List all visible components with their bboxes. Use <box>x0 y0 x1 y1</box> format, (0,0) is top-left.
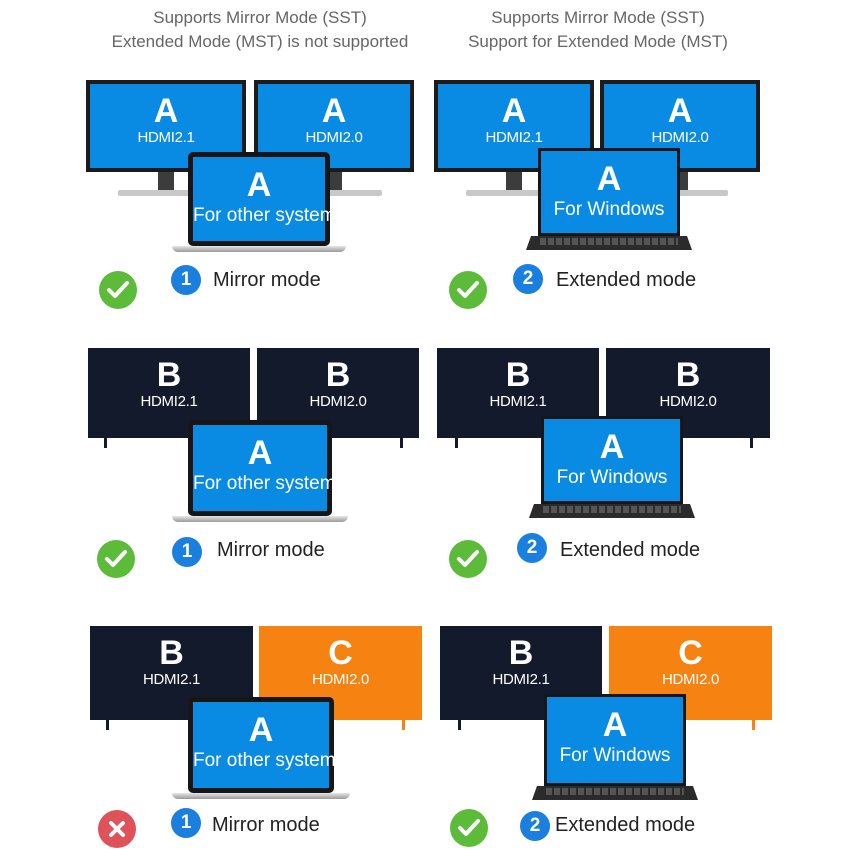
mode-number-badge: 1 <box>171 808 201 838</box>
port-label: HDMI2.0 <box>311 671 370 688</box>
tv-hdmi21: B HDMI2.1 <box>88 348 250 438</box>
port-label: HDMI2.1 <box>142 671 201 688</box>
tv-leg <box>104 438 107 448</box>
display-letter: A <box>248 711 274 749</box>
monitor-hdmi21: A HDMI2.1 <box>86 80 246 172</box>
laptop-screen: A For other systems <box>188 697 346 793</box>
laptop-screen: A For Windows <box>538 148 680 236</box>
monitor-foot <box>632 190 728 196</box>
header-right: Supports Mirror Mode (SST) Support for E… <box>430 6 766 54</box>
display-letter: A <box>667 92 693 130</box>
port-label: HDMI2.1 <box>492 671 550 688</box>
mode-label: Mirror mode <box>212 814 320 836</box>
mode-label: Extended mode <box>560 539 701 561</box>
tv-leg <box>402 720 405 730</box>
keyboard <box>540 238 678 245</box>
display-letter: B <box>675 356 701 394</box>
laptop-screen: A For other systems <box>188 420 346 516</box>
keyboard <box>543 506 681 513</box>
os-label: For other systems <box>193 473 346 494</box>
tv-leg <box>455 438 458 448</box>
os-label: For other systems <box>193 205 346 226</box>
display-letter: A <box>247 434 273 472</box>
check-icon <box>449 271 487 309</box>
port-label: HDMI2.0 <box>651 129 709 146</box>
display-letter: A <box>153 92 179 130</box>
port-label: HDMI2.1 <box>489 393 547 410</box>
check-icon <box>97 540 135 578</box>
mode-number-badge: 1 <box>172 537 202 567</box>
monitor-hdmi20: A HDMI2.0 <box>600 80 760 172</box>
port-label: HDMI2.0 <box>659 393 717 410</box>
display-letter: C <box>678 634 703 672</box>
port-label: HDMI2.0 <box>661 671 720 688</box>
laptop-base <box>172 793 350 799</box>
laptop-base <box>172 246 346 252</box>
keyboard <box>546 788 684 795</box>
mode-label: Mirror mode <box>213 269 321 291</box>
monitor-foot <box>118 190 214 196</box>
display-letter: A <box>602 706 628 744</box>
os-label: For Windows <box>556 467 668 488</box>
port-label: HDMI2.0 <box>305 129 363 146</box>
display-letter: B <box>325 356 351 394</box>
display-letter: A <box>599 428 625 466</box>
port-label: HDMI2.1 <box>137 129 195 146</box>
check-icon <box>99 271 137 309</box>
display-letter: C <box>328 634 353 672</box>
tv-leg <box>458 720 461 730</box>
port-label: HDMI2.1 <box>485 129 543 146</box>
mode-label: Mirror mode <box>217 539 325 561</box>
monitor-stand <box>158 172 174 194</box>
display-letter: A <box>246 166 272 204</box>
tv-leg <box>106 720 109 730</box>
mode-label: Extended mode <box>556 269 697 291</box>
os-label: For Windows <box>559 745 671 766</box>
display-letter: B <box>508 634 534 672</box>
port-label: HDMI2.0 <box>309 393 367 410</box>
check-icon <box>449 540 487 578</box>
header-right-line1: Supports Mirror Mode (SST) <box>491 8 705 27</box>
display-letter: A <box>321 92 347 130</box>
display-letter: A <box>501 92 527 130</box>
mode-label: Extended mode <box>555 814 696 836</box>
tv-leg <box>400 438 403 448</box>
display-letter: B <box>156 356 182 394</box>
mode-number-badge: 2 <box>517 533 547 563</box>
monitor-foot <box>286 190 382 196</box>
monitor-stand <box>506 172 522 194</box>
os-label: For Windows <box>553 199 665 220</box>
laptop-screen: A For Windows <box>544 694 686 786</box>
header-left-line2: Extended Mode (MST) is not supported <box>111 32 409 51</box>
tv-leg <box>752 720 755 730</box>
mode-number-badge: 2 <box>520 811 550 841</box>
mode-number-badge: 2 <box>513 264 543 294</box>
display-letter: B <box>159 634 184 672</box>
check-icon <box>450 809 488 847</box>
monitor-foot <box>466 190 562 196</box>
mode-number-badge: 1 <box>171 265 201 295</box>
tv-hdmi20: C HDMI2.0 <box>609 626 772 720</box>
cross-icon <box>98 810 136 848</box>
monitor-stand <box>326 172 342 194</box>
header-left: Supports Mirror Mode (SST) Extended Mode… <box>70 6 450 54</box>
header-right-line2: Support for Extended Mode (MST) <box>468 32 728 51</box>
os-label: For other systems <box>193 750 346 771</box>
laptop-screen: A For other systems <box>188 152 346 246</box>
laptop-base <box>172 516 348 522</box>
laptop-screen: A For Windows <box>541 416 683 504</box>
port-label: HDMI2.1 <box>140 393 198 410</box>
display-letter: A <box>596 160 622 198</box>
tv-leg <box>750 438 753 448</box>
header-left-line1: Supports Mirror Mode (SST) <box>153 8 367 27</box>
display-letter: B <box>505 356 531 394</box>
